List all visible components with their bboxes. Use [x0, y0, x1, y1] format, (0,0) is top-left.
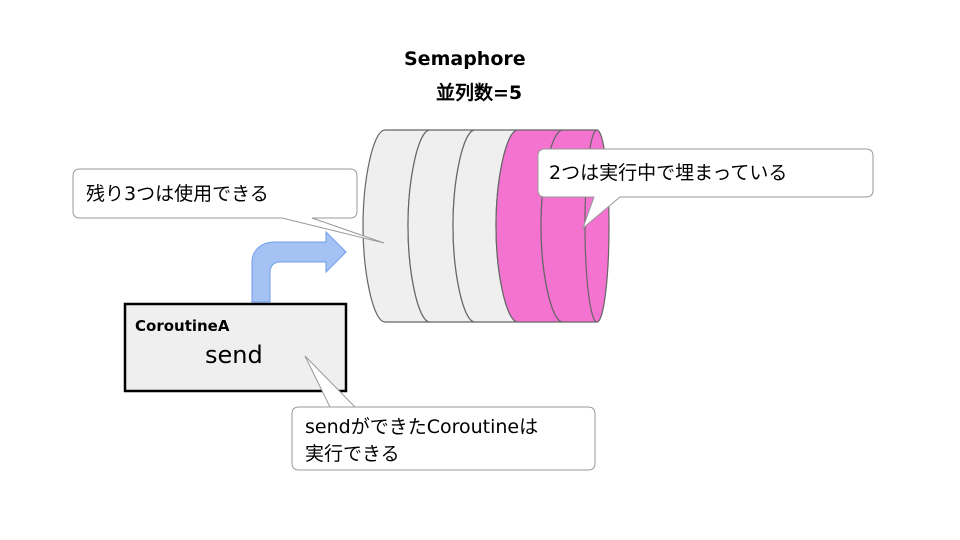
acquire-arrow: [251, 230, 347, 303]
coroutine-action: send: [205, 341, 263, 369]
diagram-subtitle: 並列数=5: [436, 82, 523, 104]
callout-sendable-bubble: [291, 355, 596, 471]
callout-sendable-text-line1: sendができたCoroutineは: [305, 416, 539, 438]
coroutine-box: [123, 302, 348, 393]
callout-in-use-bubble: [537, 148, 874, 230]
callout-sendable-text-line2: 実行できる: [305, 443, 400, 465]
coroutine-name: CoroutineA: [135, 317, 230, 335]
diagram-title: Semaphore: [404, 48, 526, 70]
callout-available-text: 残り3つは使用できる: [86, 183, 269, 205]
callout-in-use-text: 2つは実行中で埋まっている: [549, 162, 788, 184]
callout-available-bubble: [72, 168, 385, 244]
